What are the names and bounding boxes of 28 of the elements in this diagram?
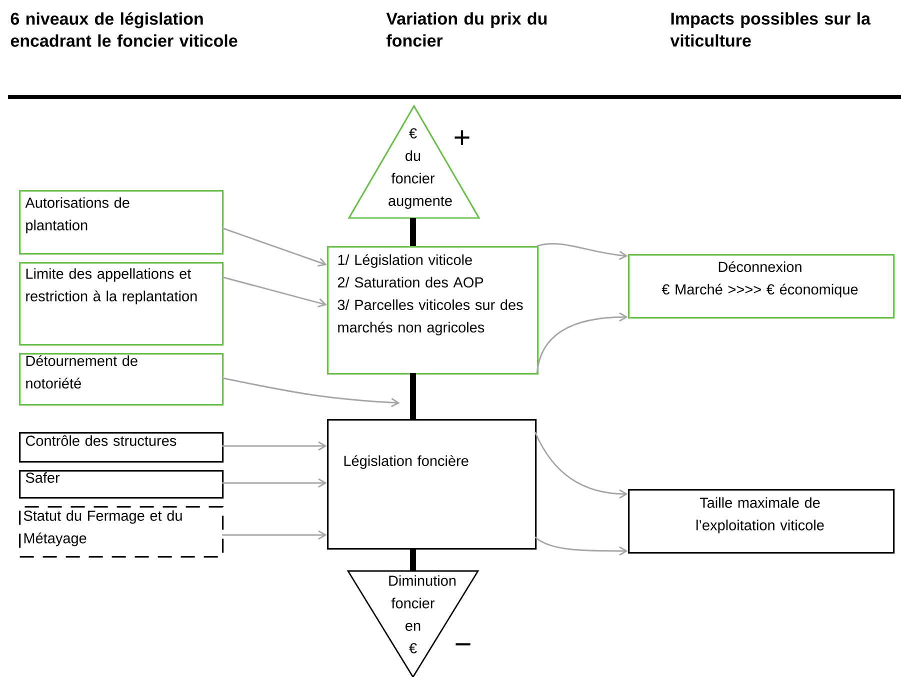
text-box: Limite des appellations et restriction à la replantation — [19, 262, 224, 346]
text-box: Détournement de notoriété — [19, 353, 224, 406]
column-heading: 6 niveaux de législation encadrant le foncier viticole — [10, 12, 238, 47]
text-box: Législation foncière — [327, 419, 537, 550]
arrow — [536, 243, 628, 260]
column-heading: Impacts possibles sur la viticulture — [670, 12, 871, 47]
connector-bar — [410, 548, 416, 571]
arrow — [534, 536, 628, 556]
text-box: Safer — [19, 470, 224, 499]
text-box: Déconnexion € Marché >>>> € économique — [628, 254, 895, 319]
text-box: Autorisations de plantation — [19, 190, 224, 255]
arrow — [222, 478, 327, 488]
text-box: 1/ Législation viticole 2/ Saturation des AOP 3/ Parcelles viticoles sur des marchés non agricoles — [327, 246, 539, 375]
arrow — [222, 530, 327, 540]
connector-bar — [410, 218, 416, 246]
arrow — [536, 312, 628, 374]
column-heading: Variation du prix du foncier — [386, 12, 547, 47]
connector-bar — [410, 373, 416, 419]
arrow — [222, 276, 327, 308]
arrow — [222, 377, 400, 408]
text-box: Statut du Fermage et du Métayage — [19, 506, 224, 558]
arrow — [534, 432, 628, 499]
sign-label: + — [454, 130, 470, 145]
text-box: Contrôle des structures — [19, 432, 224, 463]
text-box: Taille maximale de l’exploitation viticole — [628, 489, 895, 554]
arrow — [222, 441, 327, 451]
sign-label: − — [456, 643, 470, 646]
arrow — [222, 227, 327, 267]
